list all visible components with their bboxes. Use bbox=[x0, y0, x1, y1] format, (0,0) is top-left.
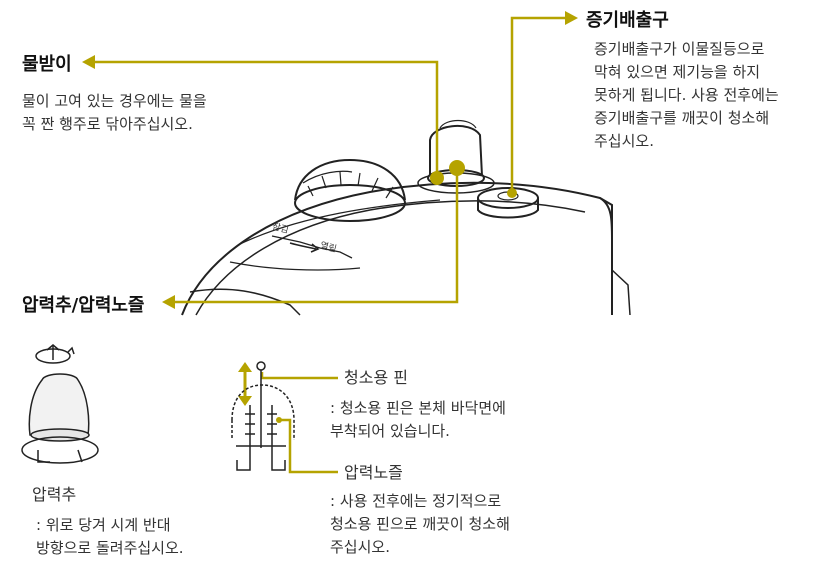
callout-arrowheads bbox=[82, 11, 578, 423]
lid-direction-arrow bbox=[289, 242, 320, 253]
pressure-weight-nozzle-title: 압력추/압력노즐 bbox=[22, 295, 145, 316]
pressure-nozzle-description: : 사용 전후에는 정기적으로 청소용 핀으로 깨끗이 청소해 주십시오. bbox=[330, 492, 510, 556]
marker-water-catcher bbox=[430, 171, 444, 185]
water-catcher-description: 물이 고여 있는 경우에는 물을 꼭 짠 행주로 닦아주십시오. bbox=[22, 92, 207, 133]
pressure-nozzle-label: 압력노즐 bbox=[344, 463, 403, 482]
cleaning-pin-label: 청소용 핀 bbox=[344, 368, 408, 387]
cooker-lid bbox=[181, 119, 631, 316]
marker-pressure-nozzle bbox=[276, 417, 282, 423]
callout-lines bbox=[95, 16, 565, 474]
pressure-weight-label: 압력추 bbox=[32, 485, 77, 504]
pressure-weight-instruction: : 위로 당겨 시계 반대 방향으로 돌려주십시오. bbox=[36, 516, 184, 557]
pressure-nozzle-detail bbox=[231, 361, 295, 471]
arrowhead-water-catcher bbox=[82, 55, 95, 69]
cleaning-pin-description: : 청소용 핀은 본체 바닥면에 부착되어 있습니다. bbox=[330, 399, 506, 440]
steam-vent-description: 증기배출구가 이물질등으로 막혀 있으면 제기능을 하지 못하게 됩니다. 사용… bbox=[594, 40, 779, 150]
marker-steam-vent bbox=[507, 188, 517, 198]
pressure-weight-detail bbox=[21, 344, 99, 464]
arrowhead-pressure-weight bbox=[162, 295, 175, 309]
water-catcher-title: 물받이 bbox=[22, 54, 72, 75]
steam-vent-title: 증기배출구 bbox=[586, 10, 669, 31]
marker-pressure-weight bbox=[449, 160, 465, 176]
arrowhead-steam-vent bbox=[565, 11, 578, 25]
